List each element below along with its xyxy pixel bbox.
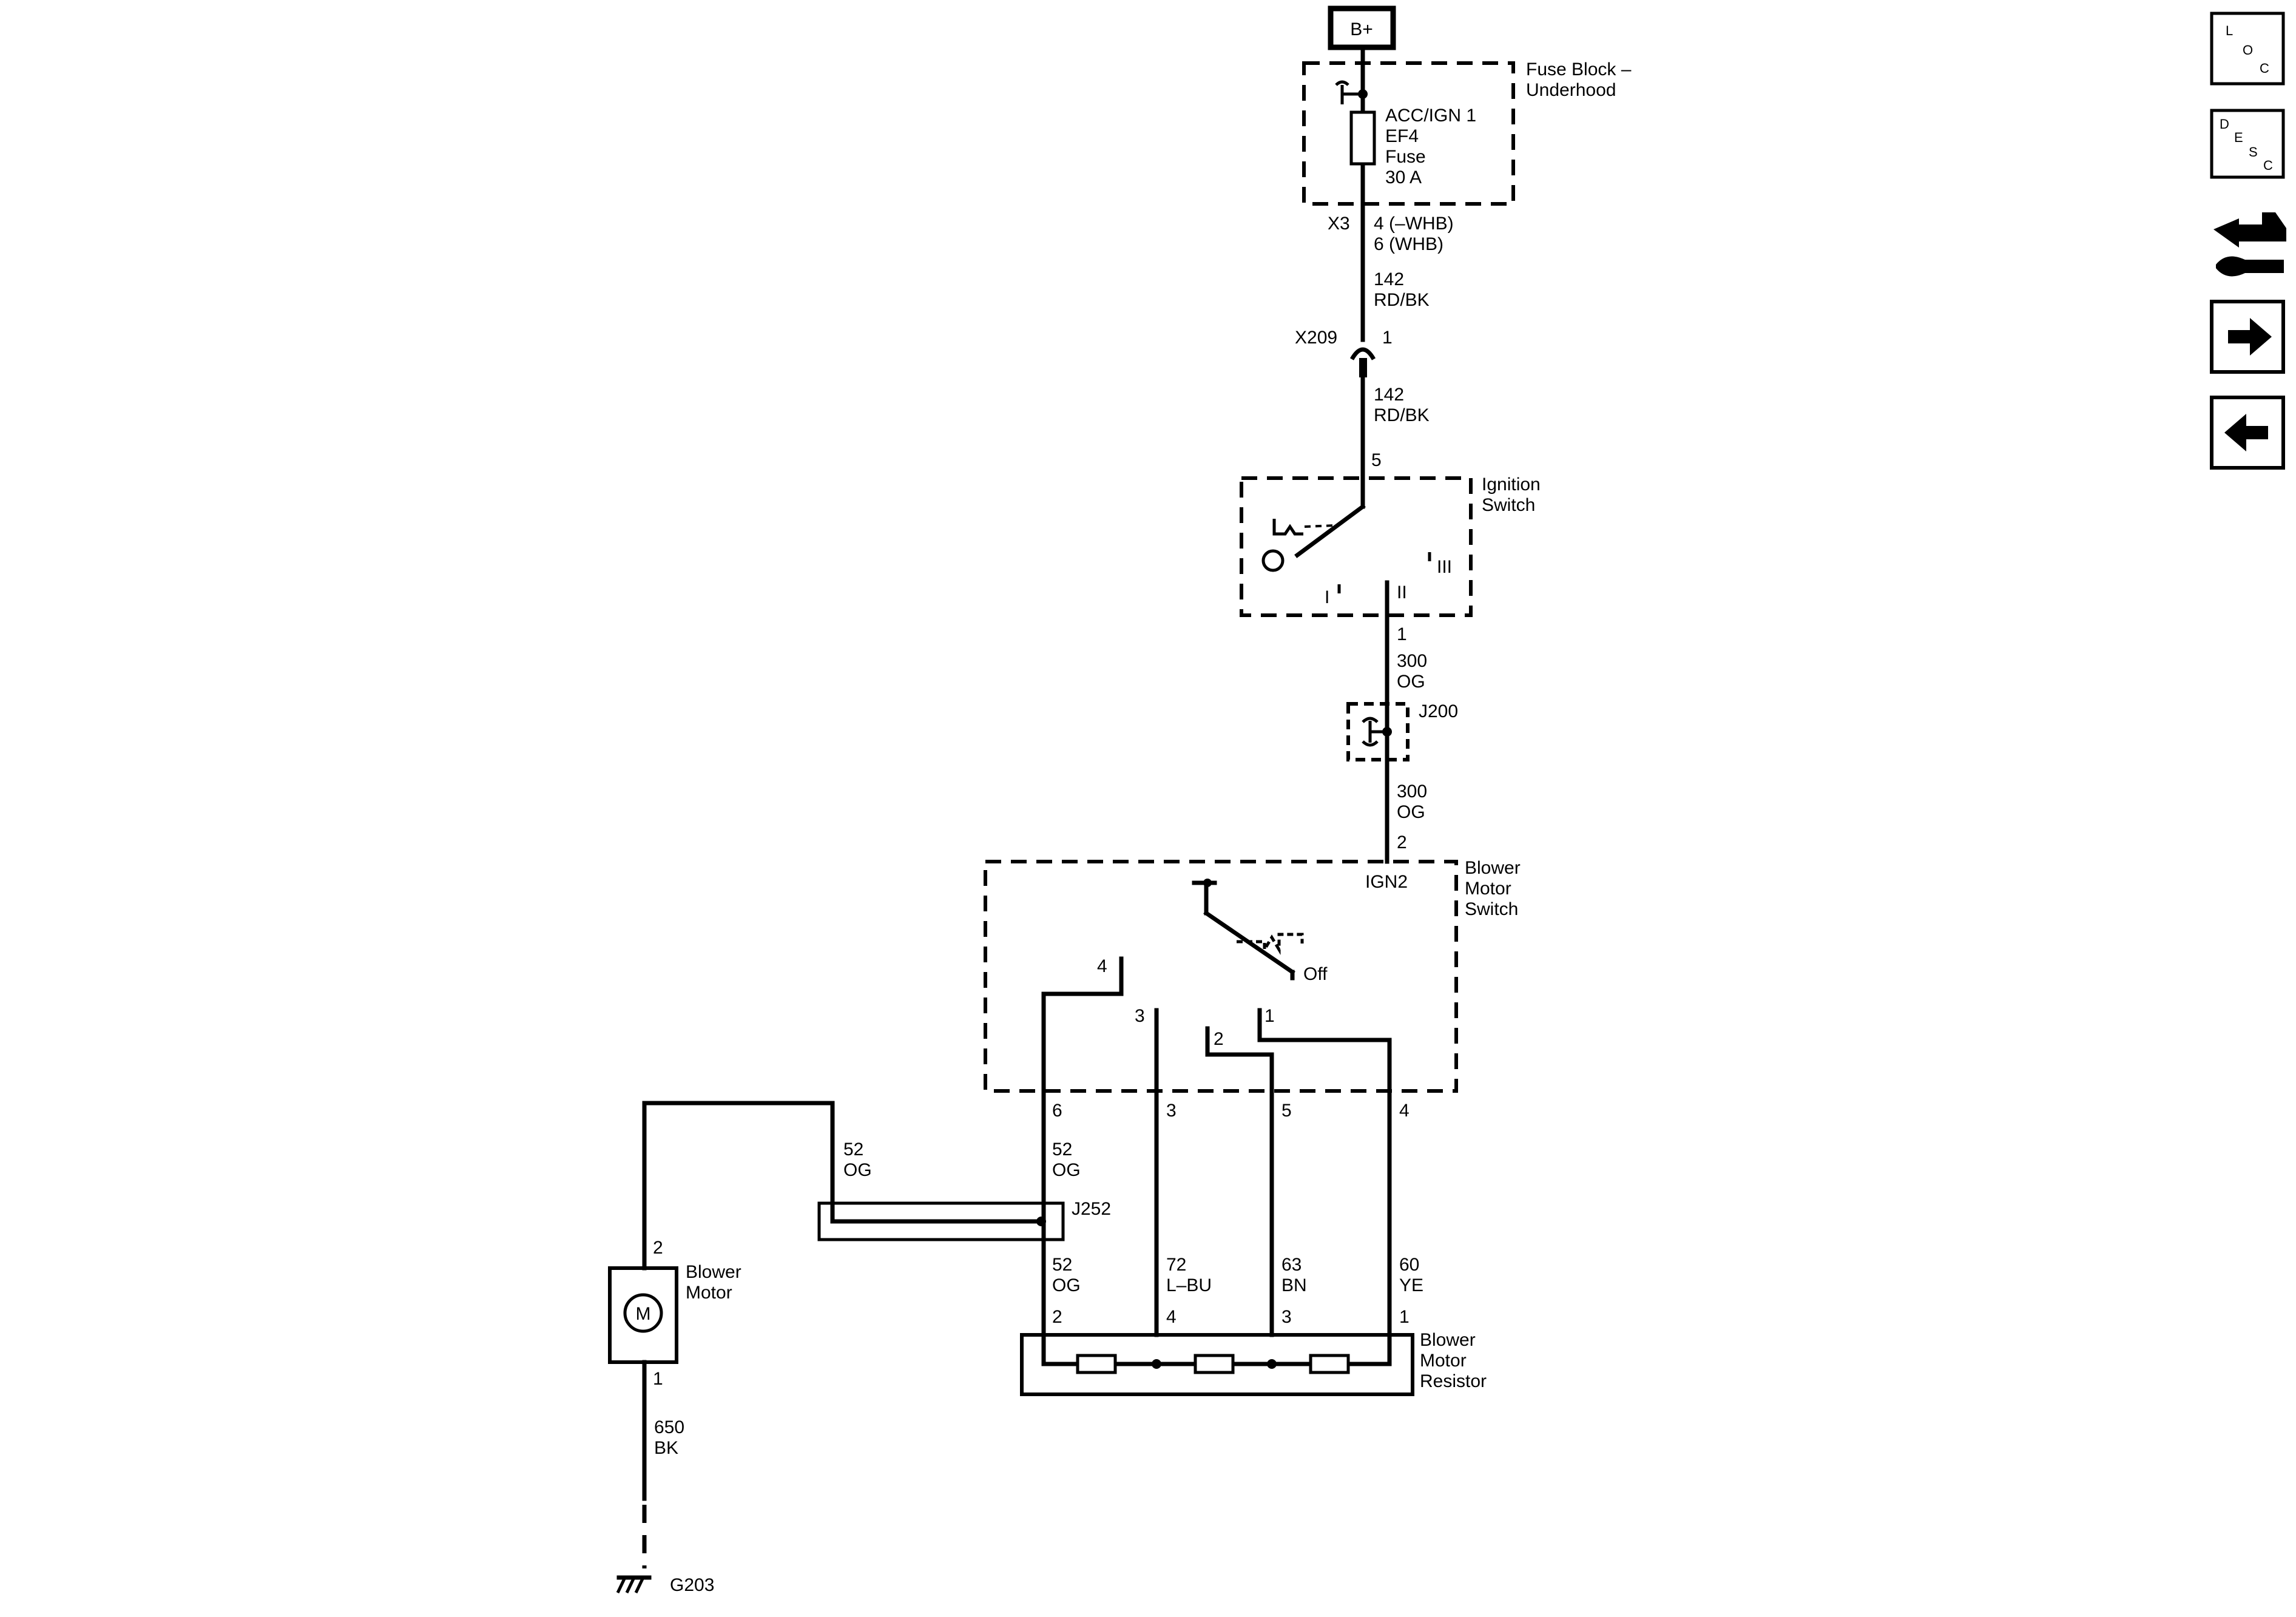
ignition-switch: 5 Ignition Switch I III II	[1240, 450, 1541, 864]
ground-g203: G203	[616, 1575, 714, 1595]
arrow-left-icon[interactable]	[2210, 396, 2285, 470]
ignition-switch-title: Ignition	[1482, 474, 1541, 495]
motor-pin-top: 2	[653, 1238, 663, 1258]
loc-letter-c: C	[2260, 61, 2269, 76]
resistor-title-3: Resistor	[1420, 1371, 1487, 1391]
x3-pin-label-2: 6 (WHB)	[1374, 234, 1443, 254]
x3-pin-label-1: 4 (–WHB)	[1374, 214, 1454, 234]
wire-63-color: BN	[1281, 1275, 1307, 1295]
bplus-label: B+	[1350, 19, 1373, 39]
switch-out-4: 4	[1399, 1101, 1410, 1121]
desc-letter-s: S	[2249, 144, 2258, 160]
ignition-pin-in: 5	[1371, 450, 1382, 470]
blower-motor: 2 M Blower Motor 1	[608, 1238, 741, 1389]
blower-switch-pin-in: 2	[1397, 832, 1407, 852]
ignition-pos-2: II	[1397, 582, 1407, 603]
wire-300-a-circuit: 300	[1397, 651, 1427, 671]
wire-142-circuit: 142	[1374, 269, 1404, 289]
desc-letter-e: E	[2234, 130, 2243, 145]
motor-pin-bottom: 1	[653, 1369, 663, 1389]
blower-switch-title-3: Switch	[1465, 899, 1518, 919]
switch-out-3: 3	[1166, 1101, 1177, 1121]
ign2-label: IGN2	[1365, 872, 1408, 892]
wire-52-left-circuit: 52	[843, 1139, 863, 1160]
loc-letter-l: L	[2226, 23, 2233, 38]
blower-switch-title: Blower	[1465, 858, 1521, 878]
wire-142-color: RD/BK	[1374, 290, 1430, 310]
fuse-block-underhood: Fuse Block – Underhood ACC/IGN 1 EF4 Fus…	[1302, 59, 1632, 206]
switch-out-5: 5	[1281, 1101, 1292, 1121]
ignition-pos-3: III	[1437, 557, 1452, 577]
fuse-icon	[1349, 110, 1376, 166]
wire-300-a-color: OG	[1397, 672, 1425, 692]
desc-letter-d: D	[2220, 116, 2229, 132]
fuse-word: Fuse	[1385, 147, 1426, 167]
wire-650-circuit: 650	[654, 1417, 684, 1437]
j200-label: J200	[1419, 701, 1458, 721]
wire-52-left-color: OG	[843, 1160, 872, 1180]
j252-label: J252	[1072, 1199, 1111, 1219]
ignition-switch-title-2: Switch	[1482, 495, 1535, 515]
resistor-pin-2: 2	[1052, 1307, 1062, 1327]
contact-1-label: 1	[1264, 1006, 1275, 1026]
fuse-block-title: Fuse Block –	[1526, 59, 1632, 79]
x209-label: X209	[1295, 328, 1337, 348]
wire-63-circuit: 63	[1281, 1255, 1302, 1275]
wire-52-bottom-circuit: 52	[1052, 1255, 1072, 1275]
wire-72-color: L–BU	[1166, 1275, 1212, 1295]
connector-tool-icon[interactable]	[2213, 212, 2286, 277]
blower-motor-switch: IGN2 Blower Motor Switch Off 4 3 2 1	[984, 858, 1521, 1337]
fuse-rating: 30 A	[1385, 167, 1422, 187]
resistor-pin-3: 3	[1281, 1307, 1292, 1327]
switch-out-6: 6	[1052, 1101, 1062, 1121]
wire-142-b-color: RD/BK	[1374, 405, 1430, 425]
desc-button[interactable]: D E S C	[2210, 109, 2285, 179]
inline-connector-x209: X209 1	[1295, 328, 1393, 377]
loc-button[interactable]: L O C	[2210, 12, 2285, 86]
blower-motor-resistor: 2 4 3 1 Blower Motor Resistor	[1020, 1307, 1487, 1396]
resistor-pin-4: 4	[1166, 1307, 1177, 1327]
wire-52-top-circuit: 52	[1052, 1139, 1072, 1160]
contact-2-label: 2	[1214, 1029, 1224, 1049]
wire-72-circuit: 72	[1166, 1255, 1186, 1275]
ignition-pin-out: 1	[1397, 624, 1407, 644]
ignition-pos-1: I	[1325, 587, 1329, 607]
battery-positive-terminal: B+	[1328, 5, 1396, 50]
motor-title-2: Motor	[686, 1283, 732, 1303]
arrow-right-icon[interactable]	[2210, 300, 2285, 374]
x209-pin: 1	[1382, 328, 1393, 348]
wire-60-circuit: 60	[1399, 1255, 1419, 1275]
contact-3-label: 3	[1135, 1006, 1145, 1026]
contact-4-label: 4	[1097, 956, 1107, 976]
fuse-block-title-2: Underhood	[1526, 80, 1616, 100]
wire-300-b-circuit: 300	[1397, 781, 1427, 802]
desc-letter-c: C	[2263, 158, 2273, 173]
resistor-title: Blower	[1420, 1330, 1476, 1350]
wire-60-color: YE	[1399, 1275, 1423, 1295]
resistor-pin-1: 1	[1399, 1307, 1410, 1327]
blower-switch-title-2: Motor	[1465, 879, 1511, 899]
motor-title: Blower	[686, 1262, 741, 1282]
off-label: Off	[1303, 964, 1328, 984]
key-cylinder-icon	[1261, 549, 1285, 572]
wire-300-b-color: OG	[1397, 802, 1425, 822]
fuse-id: EF4	[1385, 126, 1419, 146]
resistor-title-2: Motor	[1420, 1351, 1467, 1371]
motor-symbol: M	[636, 1304, 651, 1324]
connector-x3-label: X3	[1328, 214, 1350, 234]
wire-52-top-color: OG	[1052, 1160, 1081, 1180]
splice-j200: J200	[1346, 701, 1458, 761]
wire-142-b-circuit: 142	[1374, 385, 1404, 405]
wire-52-bottom-color: OG	[1052, 1275, 1081, 1295]
motor-icon	[623, 1293, 663, 1333]
wire-650-color: BK	[654, 1438, 678, 1458]
g203-label: G203	[670, 1575, 714, 1595]
splice-j252: J252	[817, 1199, 1111, 1241]
fuse-name: ACC/IGN 1	[1385, 106, 1476, 126]
loc-letter-o: O	[2243, 42, 2253, 58]
